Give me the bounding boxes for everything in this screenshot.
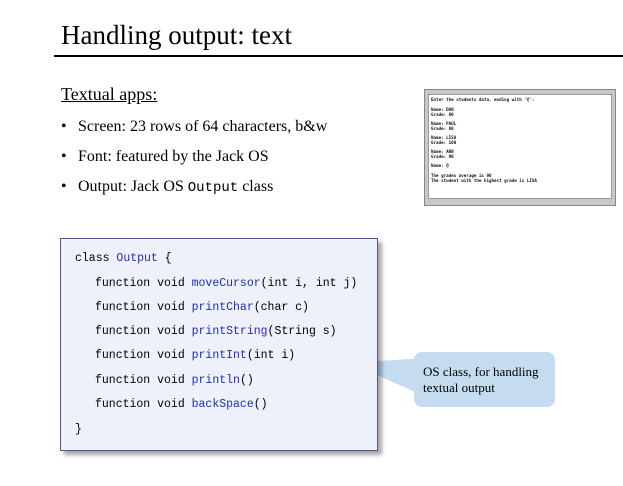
terminal-line: Name: LISA [431, 135, 457, 140]
terminal-line: Grade: 100 [431, 140, 457, 145]
function-signature: function void printString(String s) [95, 325, 337, 338]
bullet-item: • Screen: 23 rows of 64 characters, b&w [61, 117, 327, 147]
function-name: backSpace [191, 398, 254, 411]
terminal-line: Name: ANN [431, 149, 454, 154]
terminal-screen: Enter the students data, ending with '@'… [428, 94, 612, 199]
function-params: () [253, 398, 268, 411]
function-signature: function void println() [95, 374, 254, 387]
class-keyword: class [75, 252, 117, 265]
function-prefix: function void [95, 277, 192, 290]
class-declaration: class Output { [75, 252, 172, 265]
function-signature: function void printInt(int i) [95, 349, 295, 362]
function-name: println [191, 374, 240, 387]
function-signature: function void printChar(char c) [95, 301, 309, 314]
bullet-dot: • [61, 118, 67, 135]
callout-box: OS class, for handling textual output [414, 352, 555, 407]
function-signature: function void backSpace() [95, 398, 268, 411]
open-brace: { [157, 252, 172, 265]
function-prefix: function void [95, 349, 192, 362]
bullet-list: • Screen: 23 rows of 64 characters, b&w •… [61, 117, 327, 207]
code-listing: class Output { function void moveCursor(… [60, 238, 378, 451]
bullet-text: Screen: 23 rows of 64 characters, b&w [78, 118, 328, 135]
slide-title: Handling output: text [61, 20, 292, 50]
bullet-code: Output [187, 180, 239, 196]
title-rule [54, 55, 623, 57]
bullet-text-prefix: Output: Jack OS [78, 178, 188, 195]
function-name: printChar [191, 301, 254, 314]
function-params: () [239, 374, 254, 387]
function-name: printString [191, 325, 268, 338]
terminal-line: The student with the highest grade is LI… [431, 178, 537, 183]
function-signature: function void moveCursor(int i, int j) [95, 277, 357, 290]
terminal-line: Name: @ [431, 163, 449, 168]
bullet-dot: • [61, 178, 67, 195]
function-name: printInt [191, 349, 247, 362]
function-params: (int i) [246, 349, 296, 362]
function-params: (char c) [253, 301, 309, 314]
function-prefix: function void [95, 325, 192, 338]
function-params: (int i, int j) [260, 277, 358, 290]
function-prefix: function void [95, 374, 192, 387]
subheading: Textual apps: [61, 84, 158, 104]
bullet-text-suffix: class [238, 178, 274, 195]
terminal-line: Grade: 90 [431, 154, 454, 159]
terminal-line: Enter the students data, ending with '@'… [431, 97, 535, 102]
close-brace: } [75, 423, 82, 436]
function-prefix: function void [95, 398, 192, 411]
terminal-line: The grades average is 90 [431, 173, 492, 178]
bullet-item: • Output: Jack OS Output class [61, 177, 327, 207]
terminal-screenshot: Enter the students data, ending with '@'… [424, 89, 616, 206]
bullet-text: Font: featured by the Jack OS [78, 148, 269, 165]
terminal-line: Grade: 80 [431, 126, 454, 131]
bullet-item: • Font: featured by the Jack OS [61, 147, 327, 177]
terminal-line: Name: PAUL [431, 121, 457, 126]
function-name: moveCursor [191, 277, 261, 290]
terminal-line: Grade: 90 [431, 112, 454, 117]
callout-text: OS class, for handling textual output [423, 364, 539, 395]
class-name: Output [116, 252, 158, 265]
function-params: (String s) [267, 325, 337, 338]
function-prefix: function void [95, 301, 192, 314]
terminal-line: Name: DAN [431, 107, 454, 112]
bullet-dot: • [61, 148, 67, 165]
